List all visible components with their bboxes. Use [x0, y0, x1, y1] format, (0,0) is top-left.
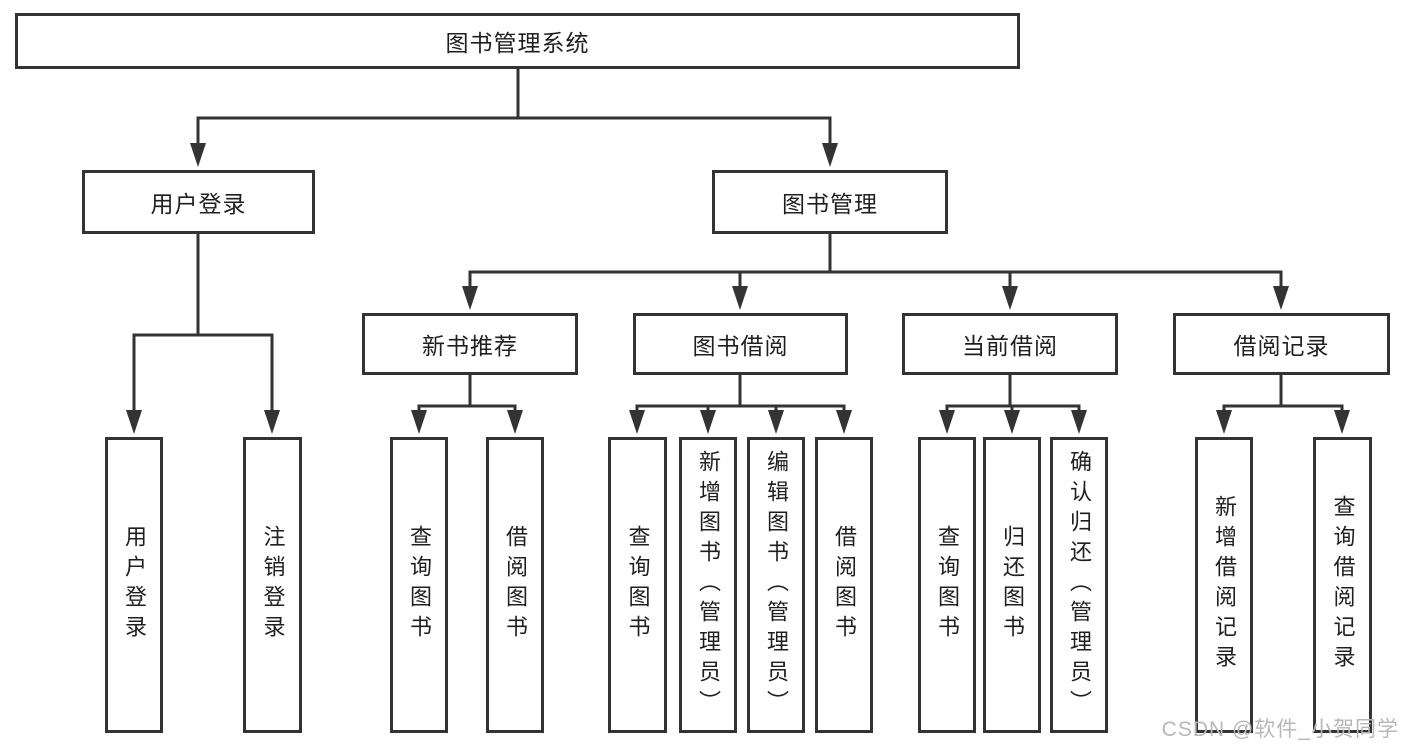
node-label: 图书管理系统: [445, 30, 590, 56]
node-label: 查询借阅记录: [1330, 495, 1356, 675]
leaf-add-book-admin: 新增图书（管理员）: [679, 437, 737, 733]
node-label: 归还图书: [1000, 525, 1025, 645]
node-book-management-branch: 图书管理: [712, 170, 948, 234]
node-label: 新书推荐: [422, 333, 518, 359]
leaf-new-borrow-record: 新增借阅记录: [1195, 437, 1253, 733]
leaf-borrow-books-borrowing: 借阅图书: [815, 437, 873, 733]
node-borrowing-records: 借阅记录: [1173, 313, 1390, 375]
node-label: 用户登录: [122, 525, 147, 645]
leaf-return-books: 归还图书: [983, 437, 1041, 733]
leaf-user-login: 用户登录: [105, 437, 163, 733]
leaf-borrow-books-recommend: 借阅图书: [486, 437, 544, 733]
leaf-query-books-borrowing: 查询图书: [608, 437, 667, 733]
node-book-borrowing: 图书借阅: [633, 313, 848, 375]
leaf-edit-book-admin: 编辑图书（管理员）: [747, 437, 805, 733]
node-label: 图书借阅: [692, 333, 789, 359]
node-label: 查询图书: [935, 525, 960, 645]
leaf-query-books-recommend: 查询图书: [390, 437, 448, 733]
node-label: 新增图书（管理员）: [696, 450, 721, 720]
leaf-query-books-current: 查询图书: [918, 437, 976, 733]
node-label: 借阅图书: [832, 525, 857, 645]
leaf-logout-login: 注销登录: [243, 437, 302, 733]
csdn-watermark: CSDN @软件_小贺同学: [1161, 718, 1399, 741]
node-current-borrowing: 当前借阅: [902, 313, 1118, 375]
leaf-confirm-return-admin: 确认归还（管理员）: [1050, 437, 1108, 733]
node-label: 用户登录: [150, 191, 247, 217]
node-label: 借阅图书: [503, 525, 528, 645]
node-user-login-branch: 用户登录: [82, 170, 315, 234]
leaf-query-borrow-record: 查询借阅记录: [1313, 437, 1372, 733]
node-new-book-recommendation: 新书推荐: [362, 313, 578, 375]
node-label: 编辑图书（管理员）: [764, 450, 789, 720]
node-label: 图书管理: [782, 191, 878, 217]
node-label: 借阅记录: [1233, 333, 1330, 359]
node-label: 确认归还（管理员）: [1067, 450, 1092, 720]
node-label: 当前借阅: [962, 333, 1058, 359]
node-label: 查询图书: [407, 525, 432, 645]
node-label: 查询图书: [625, 525, 651, 645]
node-library-management-system: 图书管理系统: [15, 13, 1020, 69]
node-label: 注销登录: [260, 525, 286, 645]
node-label: 新增借阅记录: [1212, 495, 1237, 675]
